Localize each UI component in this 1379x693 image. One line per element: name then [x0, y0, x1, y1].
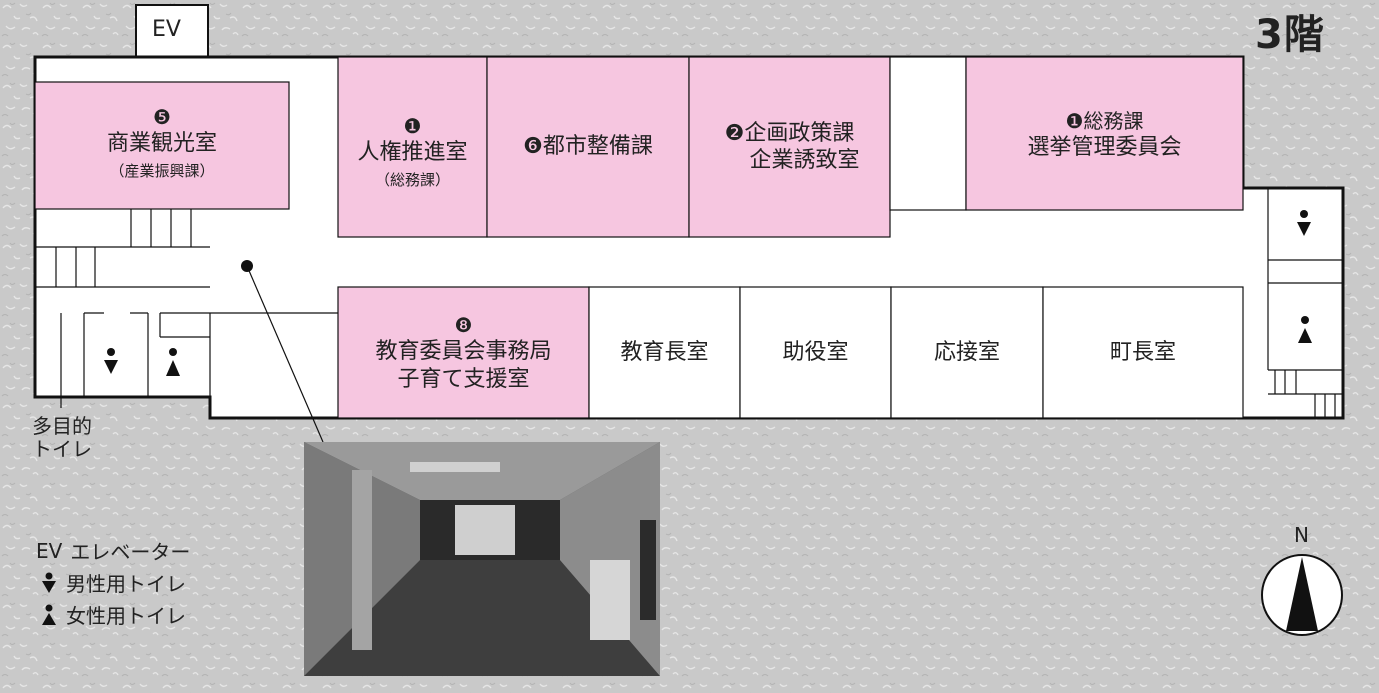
room-blank [889, 56, 967, 211]
room-somu-line2: 選挙管理委員会 [1027, 134, 1182, 160]
room-jinken-sub: （総務課） [374, 170, 450, 189]
room-jinken-name: 人権推進室 [357, 140, 468, 166]
room-kyoikucho-name: 教育長室 [620, 339, 709, 365]
room-somu [965, 56, 1244, 211]
room-toshi-name: ❻都市整備課 [523, 134, 653, 160]
room-chocho [1042, 286, 1244, 419]
room-osetsu-name: 応接室 [933, 339, 1000, 365]
room-shogyo-sub: （産業振興課） [109, 161, 215, 180]
elevator-box [135, 4, 209, 58]
room-kyoiku-iinkai [337, 286, 590, 419]
legend-male-text: 男性用トイレ [66, 572, 186, 596]
room-somu-line1: ❶総務課 [1065, 108, 1144, 133]
multipurpose-toilet-line2: トイレ [32, 437, 92, 461]
room-somu-label: ❶総務課 選挙管理委員会 [966, 100, 1243, 170]
room-jinken [337, 56, 488, 238]
room-shogyo-name: 商業観光室 [106, 131, 217, 157]
compass-icon [1261, 554, 1343, 636]
room-shogyo-label: ❺ 商業観光室 （産業振興課） [35, 88, 289, 198]
room-joyaku [739, 286, 892, 419]
room-kikaku-label: ❷企画政策課 企業誘致室 [689, 112, 890, 182]
compass-label: N [1294, 523, 1309, 547]
female-toilet-icon [166, 348, 180, 376]
male-toilet-icon [104, 348, 118, 374]
room-kyoiku-iinkai-number: ❽ [454, 313, 473, 337]
legend-ev: EV エレベーター [36, 536, 190, 565]
room-toshi-label: ❻都市整備課 [487, 127, 689, 167]
room-jinken-number: ❶ [403, 114, 422, 139]
room-kikaku-line1: ❷企画政策課 [724, 120, 855, 146]
stairs-left-upper [35, 209, 210, 288]
toilets-left [60, 312, 210, 397]
photo-pointer-line [246, 265, 324, 443]
legend-ev-abbr: EV [36, 538, 63, 563]
room-osetsu [890, 286, 1044, 419]
room-jinken-label: ❶ 人権推進室 （総務課） [338, 97, 487, 207]
room-chocho-label: 町長室 [1043, 287, 1243, 418]
room-kyoiku-iinkai-line2: 子育て支援室 [397, 366, 530, 392]
male-toilet-icon-right [1297, 210, 1311, 236]
room-kikaku-line2: 企業誘致室 [749, 148, 860, 173]
floor-title: 3階 [1255, 12, 1325, 58]
room-kyoiku-iinkai-line1: 教育委員会事務局 [375, 339, 552, 364]
room-kyoikucho [588, 286, 741, 419]
room-joyaku-label: 助役室 [740, 287, 891, 418]
room-toshi [486, 56, 690, 238]
elevator-label: EV [152, 17, 181, 42]
room-chocho-name: 町長室 [1109, 339, 1176, 365]
room-shogyo [34, 81, 290, 210]
multipurpose-toilet-line1: 多目的 [32, 414, 92, 438]
male-toilet-legend-icon [42, 572, 56, 593]
female-toilet-legend-icon [42, 604, 56, 625]
room-kyoiku-iinkai-label: ❽ 教育委員会事務局 子育て支援室 [338, 298, 589, 408]
legend-male: 男性用トイレ [40, 568, 186, 597]
legend-ev-text: エレベーター [70, 540, 191, 564]
room-kyoikucho-label: 教育長室 [589, 287, 740, 418]
legend-female: 女性用トイレ [40, 600, 186, 629]
room-shogyo-number: ❺ [153, 105, 171, 130]
multipurpose-toilet-label: 多目的 トイレ [0, 410, 124, 466]
female-toilet-icon-right [1298, 316, 1312, 343]
room-kikaku [688, 56, 891, 238]
legend-female-text: 女性用トイレ [66, 604, 186, 628]
room-joyaku-name: 助役室 [782, 339, 849, 365]
right-block [1267, 188, 1343, 418]
room-osetsu-label: 応接室 [891, 287, 1043, 418]
corridor-photo [304, 442, 660, 676]
